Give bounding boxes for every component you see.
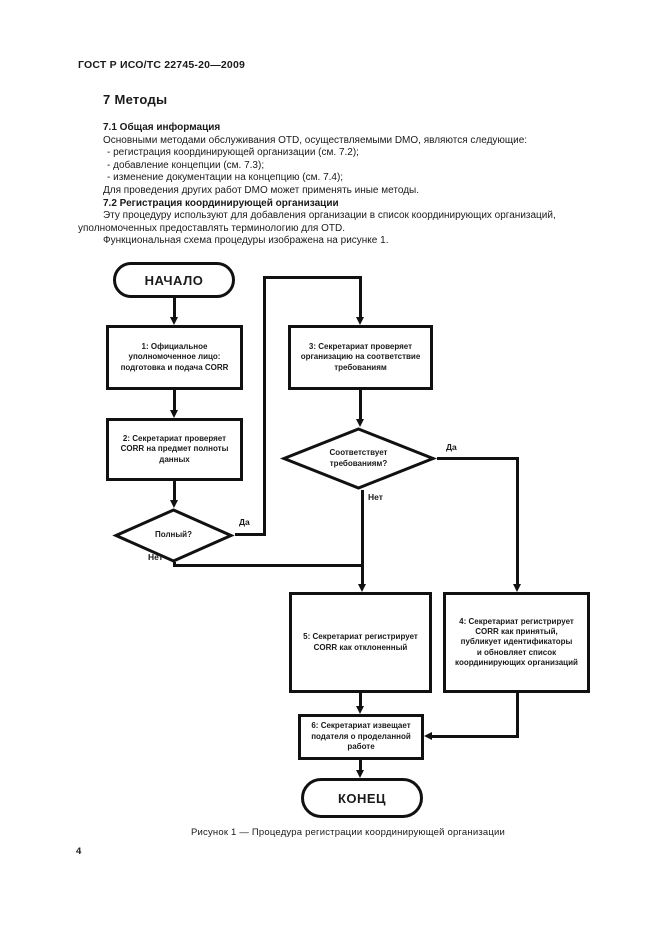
arrowhead-down-icon bbox=[355, 419, 364, 427]
paragraph-line: Основными методами обслуживания OTD, осу… bbox=[103, 134, 528, 146]
flowchart-step-6: 6: Секретариат извещает подателя о проде… bbox=[298, 714, 424, 760]
arrowhead-down-icon bbox=[355, 770, 364, 778]
branch-label-yes: Да bbox=[239, 517, 250, 527]
flowchart-decision-conforms: Соответствует требованиям? bbox=[279, 427, 438, 490]
connector-line bbox=[262, 275, 362, 279]
arrowhead-down-icon bbox=[169, 500, 178, 508]
connector-line bbox=[515, 693, 519, 738]
flowchart-step-3: 3: Секретариат проверяет организацию на … bbox=[288, 325, 433, 390]
arrowhead-left-icon bbox=[424, 732, 432, 740]
arrowhead-down-icon bbox=[355, 706, 364, 714]
flowchart-end-terminal: КОНЕЦ bbox=[301, 778, 423, 818]
list-item: - добавление концепции (см. 7.3); bbox=[107, 159, 265, 171]
arrowhead-down-icon bbox=[169, 317, 178, 325]
subsection-heading-7-2: 7.2 Регистрация координирующей организац… bbox=[103, 197, 339, 209]
decision-label: Полный? bbox=[155, 530, 192, 540]
connector-line bbox=[358, 390, 362, 420]
flowchart-step-1: 1: Официальное уполномоченное лицо: подг… bbox=[106, 325, 243, 390]
branch-label-no: Нет bbox=[368, 492, 383, 502]
connector-line bbox=[235, 533, 266, 536]
page-number: 4 bbox=[76, 846, 82, 857]
connector-line bbox=[172, 563, 363, 567]
standard-code: ГОСТ Р ИСО/ТС 22745-20—2009 bbox=[78, 59, 246, 71]
branch-label-yes: Да bbox=[446, 442, 457, 452]
flowchart-start-terminal: НАЧАЛО bbox=[113, 262, 235, 298]
connector-line bbox=[172, 481, 176, 501]
figure-caption: Рисунок 1 — Процедура регистрации коорди… bbox=[190, 827, 506, 838]
paragraph-line: Функциональная схема процедуры изображен… bbox=[103, 235, 389, 247]
connector-line bbox=[430, 735, 519, 738]
arrowhead-down-icon bbox=[169, 410, 178, 418]
decision-label: Соответствует требованиям? bbox=[329, 448, 388, 468]
body-text: 7.1 Общая информация Основными методами … bbox=[78, 122, 594, 248]
connector-line bbox=[358, 693, 362, 707]
connector-line bbox=[515, 456, 519, 585]
connector-line bbox=[360, 490, 364, 585]
arrowhead-down-icon bbox=[512, 584, 521, 592]
arrowhead-down-icon bbox=[355, 317, 364, 325]
connector-line bbox=[172, 298, 176, 318]
section-heading: 7 Методы bbox=[103, 92, 168, 107]
connector-line bbox=[358, 760, 362, 772]
connector-line bbox=[358, 275, 362, 318]
branch-label-no: Нет bbox=[148, 552, 163, 562]
connector-line bbox=[262, 275, 266, 536]
connector-line bbox=[172, 390, 176, 411]
flowchart-step-4: 4: Секретариат регистрирует CORR как при… bbox=[443, 592, 590, 693]
connector-line bbox=[437, 456, 519, 460]
subsection-heading-7-1: 7.1 Общая информация bbox=[103, 122, 221, 133]
flowchart-decision-complete: Полный? bbox=[112, 508, 235, 563]
paragraph-line: уполномоченных предоставлять терминологи… bbox=[78, 222, 346, 234]
arrowhead-down-icon bbox=[357, 584, 366, 592]
paragraph-line: Эту процедуру используют для добавления … bbox=[103, 210, 556, 222]
flowchart-step-5: 5: Секретариат регистрирует CORR как отк… bbox=[289, 592, 432, 693]
list-item: - регистрация координирующей организации… bbox=[107, 147, 359, 159]
flowchart-step-2: 2: Секретариат проверяет CORR на предмет… bbox=[106, 418, 243, 481]
list-item: - изменение документации на концепцию (с… bbox=[107, 172, 344, 184]
paragraph-line: Для проведения других работ DMO может пр… bbox=[103, 184, 419, 196]
